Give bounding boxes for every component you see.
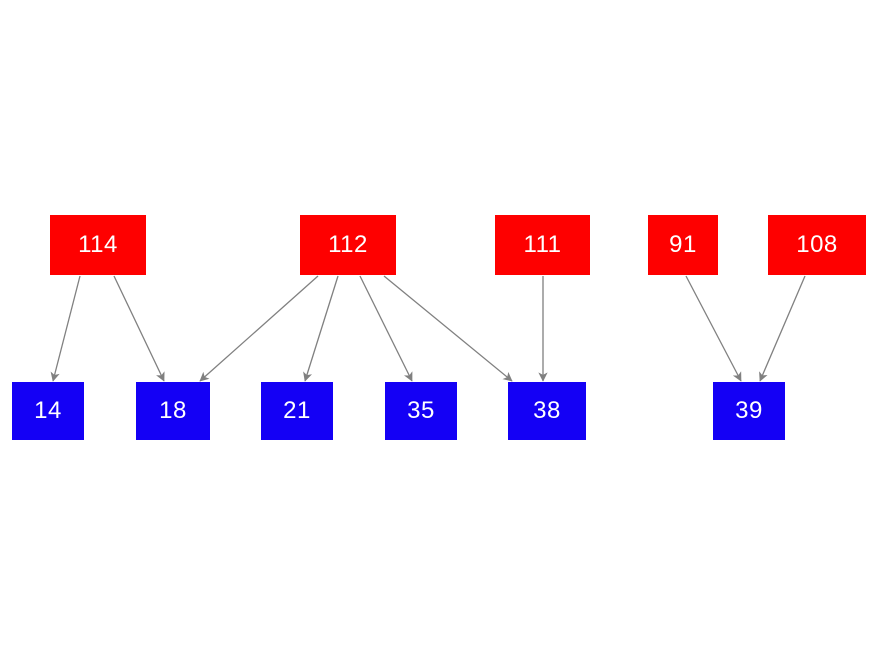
node-label: 38 (533, 397, 561, 424)
node-label: 35 (407, 397, 435, 424)
edge-112-to-18 (199, 275, 319, 382)
edge-108-to-39 (759, 275, 806, 382)
edge-112-to-21 (303, 275, 339, 382)
node-14[interactable]: 14 (12, 382, 84, 440)
node-35[interactable]: 35 (385, 382, 457, 440)
node-91[interactable]: 91 (648, 215, 718, 275)
node-111[interactable]: 111 (495, 215, 590, 275)
edge-112-to-35 (359, 275, 413, 382)
edge-114-to-18 (113, 275, 165, 382)
node-label: 108 (796, 231, 838, 258)
node-label: 14 (34, 397, 62, 424)
node-18[interactable]: 18 (136, 382, 210, 440)
node-39[interactable]: 39 (713, 382, 785, 440)
edge-112-to-38 (383, 275, 513, 382)
node-114[interactable]: 114 (50, 215, 146, 275)
node-label: 39 (735, 397, 763, 424)
node-108[interactable]: 108 (768, 215, 866, 275)
node-label: 21 (283, 397, 311, 424)
node-38[interactable]: 38 (508, 382, 586, 440)
edge-91-to-39 (685, 275, 742, 382)
node-label: 114 (78, 231, 118, 258)
node-label: 112 (328, 231, 368, 258)
node-label: 91 (669, 231, 697, 258)
node-label: 18 (159, 397, 187, 424)
node-112[interactable]: 112 (300, 215, 396, 275)
edge-group (50, 275, 806, 382)
edge-114-to-14 (50, 275, 81, 382)
node-label: 111 (523, 231, 562, 258)
node-21[interactable]: 21 (261, 382, 333, 440)
